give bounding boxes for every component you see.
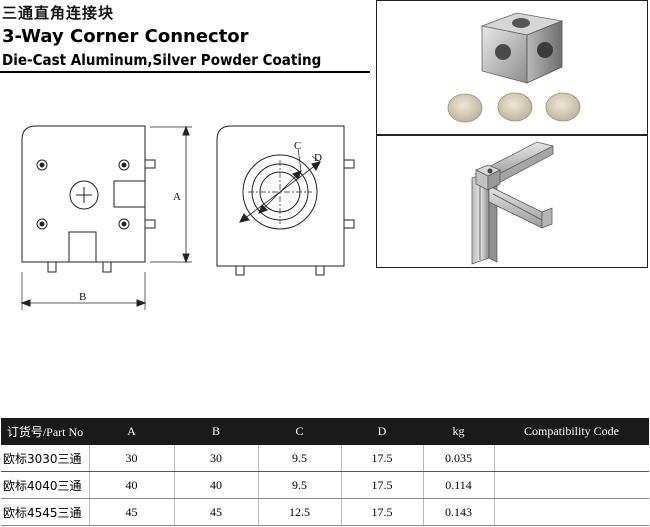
cell-c: 12.5	[258, 498, 342, 526]
cell-b: 40	[174, 471, 259, 499]
cell-a: 40	[89, 471, 175, 499]
cell-b: 30	[174, 445, 259, 472]
corner-connector-photo	[447, 12, 581, 123]
cell-d: 17.5	[341, 471, 424, 499]
top-view-counterbore	[242, 154, 318, 230]
header-compat-code: Compatibility Code	[494, 418, 649, 445]
cell-compat-code	[494, 471, 649, 499]
table-row: 欧标4545三通 45 45 12.5 17.5 0.143	[1, 498, 649, 526]
cell-kg: 0.035	[423, 445, 495, 472]
part-number: 欧标4040三通	[1, 471, 90, 499]
header-d: D	[341, 418, 423, 445]
title-underline	[0, 71, 370, 73]
cell-kg: 0.143	[423, 498, 495, 526]
cell-b: 45	[174, 498, 259, 526]
front-view-side-slot	[113, 180, 146, 208]
page-title: 3-Way Corner Connector	[2, 26, 249, 47]
header-b: B	[174, 418, 258, 445]
dimension-a-label: A	[173, 191, 181, 203]
cell-d: 17.5	[341, 445, 424, 472]
header-kg: kg	[423, 418, 494, 445]
dimension-d-label: D	[314, 152, 322, 164]
cell-compat-code	[494, 445, 649, 472]
table-row: 欧标3030三通 30 30 9.5 17.5 0.035	[1, 445, 649, 472]
front-view-screw-holes	[36, 159, 130, 230]
cell-a: 45	[89, 498, 175, 526]
dimension-c-label: C	[294, 140, 301, 152]
header-a: A	[89, 418, 174, 445]
title-chinese: 三通直角连接块	[2, 4, 115, 22]
spec-table: 订货号/Part No A B C D kg Compatibility Cod…	[1, 418, 649, 526]
cell-a: 30	[89, 445, 175, 472]
cell-kg: 0.114	[423, 471, 495, 499]
spec-table-header: 订货号/Part No A B C D kg Compatibility Cod…	[1, 418, 649, 445]
technical-drawing: A B C D	[20, 125, 355, 310]
header-c: C	[258, 418, 341, 445]
front-view-center-hole	[69, 180, 99, 210]
top-view-outline	[216, 125, 345, 267]
front-view-slot	[68, 231, 97, 263]
cell-c: 9.5	[258, 445, 342, 472]
photo-divider	[376, 134, 648, 136]
page-subtitle: Die-Cast Aluminum,Silver Powder Coating	[2, 51, 322, 69]
cell-compat-code	[494, 498, 649, 526]
cell-c: 9.5	[258, 471, 342, 499]
corner-cube	[480, 12, 564, 84]
dimension-d-line	[239, 161, 321, 223]
cell-d: 17.5	[341, 498, 424, 526]
assembly-photo	[471, 141, 554, 265]
header-part-no: 订货号/Part No	[1, 418, 89, 445]
front-view-outline	[21, 125, 146, 263]
dimension-b-label: B	[79, 291, 86, 303]
part-number: 欧标3030三通	[1, 445, 90, 472]
aluminum-profile-assembly	[471, 141, 554, 265]
table-row: 欧标4040三通 40 40 9.5 17.5 0.114	[1, 471, 649, 499]
end-caps	[447, 92, 581, 123]
part-number: 欧标4545三通	[1, 498, 90, 526]
